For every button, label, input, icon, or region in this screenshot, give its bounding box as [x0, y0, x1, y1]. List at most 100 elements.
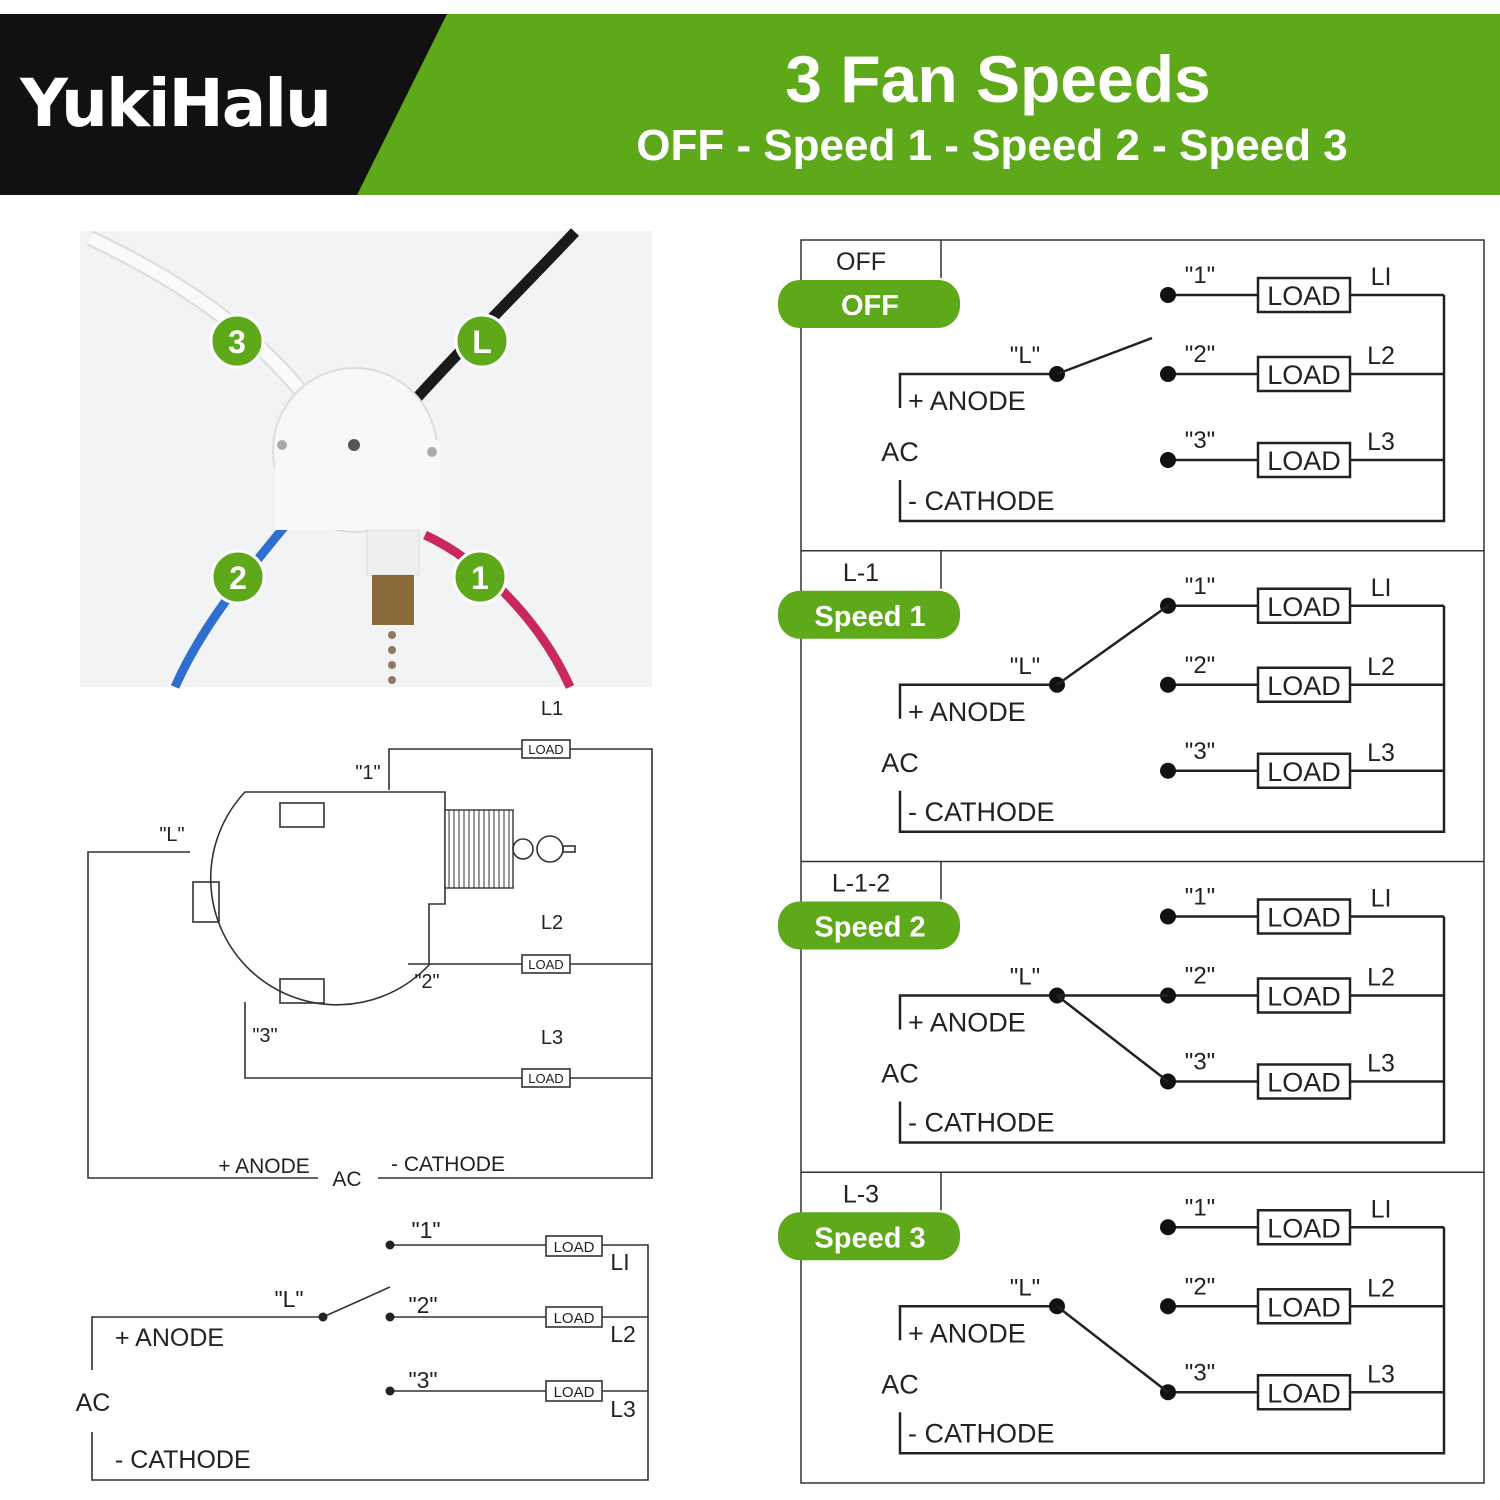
load-label-l2: L2	[541, 912, 563, 934]
svg-text:LOAD: LOAD	[528, 957, 563, 972]
load-box: LOAD	[521, 1068, 571, 1088]
load-box: LOAD	[521, 954, 571, 974]
anode-label: + ANODE	[218, 1155, 310, 1178]
speed-badge	[778, 901, 960, 950]
wire-badge-1: 1	[452, 549, 508, 605]
load-label-l3: L3	[541, 1027, 563, 1049]
load-label-l2: L2	[1367, 964, 1395, 992]
ac-label: AC	[881, 748, 919, 778]
load-box: LOAD	[1256, 1288, 1352, 1325]
load-label-l1: LI	[1371, 1195, 1392, 1223]
terminal-2-contact	[1160, 1298, 1176, 1315]
wire-badge-2: 2	[210, 549, 266, 605]
switch-lever-to-3	[1056, 994, 1169, 1083]
brand-bg	[0, 14, 447, 195]
switch-outline	[209, 791, 446, 1006]
terminal-l-label: "L"	[274, 1286, 303, 1312]
circuit-wire	[898, 605, 1446, 833]
load-label-l3: L3	[1367, 739, 1395, 767]
ac-label: AC	[881, 1059, 919, 1089]
anode-label: + ANODE	[908, 697, 1026, 727]
load-label-l3: L3	[1367, 1360, 1395, 1388]
cathode-label: - CATHODE	[115, 1446, 251, 1474]
wire-badge-l: L	[454, 313, 510, 369]
svg-text:LOAD: LOAD	[1267, 360, 1341, 390]
speed-badge	[778, 1212, 960, 1261]
speed-badge	[778, 590, 960, 639]
brand-logo: YukiHalu	[19, 65, 330, 142]
circuit-wire	[898, 916, 1446, 1144]
load-label-l2: L2	[610, 1321, 636, 1347]
off-schematic: LOAD LOAD LOAD "1" "2" "3" "L" LI L2 L3 …	[76, 1217, 649, 1481]
load-box: LOAD	[521, 739, 571, 759]
terminal-l-label: "L"	[1010, 342, 1040, 369]
terminal-2-label: "2"	[1185, 341, 1215, 368]
svg-text:LOAD: LOAD	[528, 1071, 563, 1086]
terminal-3-label: "3"	[252, 1025, 277, 1047]
ac-label: AC	[881, 1369, 919, 1399]
switch-sequence-code: L-1	[843, 559, 879, 587]
svg-text:1: 1	[471, 560, 489, 596]
anode-label: + ANODE	[908, 386, 1026, 416]
load-box: LOAD	[1256, 977, 1352, 1014]
terminal-2-label: "2"	[414, 971, 439, 993]
svg-text:LOAD: LOAD	[1267, 982, 1341, 1012]
speed-badge	[778, 280, 960, 328]
schematic-wires	[91, 1244, 649, 1481]
svg-text:LOAD: LOAD	[1267, 671, 1341, 701]
load-box: LOAD	[1256, 666, 1352, 703]
circuit-wire	[898, 1227, 1446, 1455]
terminal-2-contact	[1160, 366, 1176, 382]
load-box: LOAD	[1256, 355, 1352, 393]
terminal-l-label: "L"	[1010, 1274, 1040, 1301]
load-label-l1: LI	[1371, 263, 1392, 291]
load-box: LOAD	[1256, 587, 1352, 624]
terminal-1-contact	[1160, 1219, 1176, 1236]
svg-text:L: L	[472, 324, 492, 360]
load-box: LOAD	[545, 1306, 603, 1328]
load-label-l2: L2	[1367, 342, 1395, 370]
cathode-label: - CATHODE	[908, 486, 1055, 516]
terminal-2-label: "2"	[1185, 1273, 1215, 1300]
load-box: LOAD	[545, 1235, 603, 1257]
terminal-3-label: "3"	[408, 1367, 437, 1393]
ac-label: AC	[76, 1389, 111, 1417]
terminal-3-label: "3"	[1185, 1049, 1215, 1076]
svg-text:LOAD: LOAD	[528, 742, 563, 757]
speed-badge-label: Speed 1	[814, 601, 925, 633]
load-label-l3: L3	[1367, 1050, 1395, 1078]
load-box: LOAD	[1256, 276, 1352, 314]
switch-lever-to-1	[1056, 604, 1169, 686]
terminal-1-contact	[1160, 287, 1176, 303]
svg-text:LOAD: LOAD	[1267, 1378, 1341, 1408]
page-title: 3 Fan Speeds	[785, 42, 1211, 116]
cathode-label: - CATHODE	[908, 797, 1055, 827]
terminal-1-label: "1"	[411, 1217, 440, 1243]
terminal-3-contact	[1160, 762, 1176, 779]
terminal-l-label: "L"	[159, 824, 184, 846]
svg-text:LOAD: LOAD	[1267, 757, 1341, 787]
terminal-2-label: "2"	[1185, 652, 1215, 679]
load-box: LOAD	[1256, 752, 1352, 789]
terminal-2-label: "2"	[1185, 963, 1215, 990]
speed-badge-label: Speed 3	[814, 1222, 925, 1254]
terminal-3-label: "3"	[1185, 1359, 1215, 1386]
cathode-label: - CATHODE	[391, 1153, 505, 1176]
terminal-3-label: "3"	[1185, 427, 1215, 454]
threaded-shaft	[444, 809, 514, 889]
circuit-wires	[87, 748, 653, 1179]
load-label-l1: LI	[610, 1249, 629, 1275]
svg-text:LOAD: LOAD	[1267, 281, 1341, 311]
svg-text:LOAD: LOAD	[1267, 1213, 1341, 1243]
anode-label: + ANODE	[908, 1318, 1026, 1348]
cathode-label: - CATHODE	[908, 1108, 1055, 1138]
wire-2-blue	[170, 517, 294, 689]
svg-text:LOAD: LOAD	[1267, 1068, 1341, 1098]
load-box: LOAD	[1256, 898, 1352, 935]
svg-text:LOAD: LOAD	[1267, 446, 1341, 476]
terminal-3-contact	[1160, 452, 1176, 468]
terminal-1-label: "1"	[1185, 1194, 1215, 1221]
